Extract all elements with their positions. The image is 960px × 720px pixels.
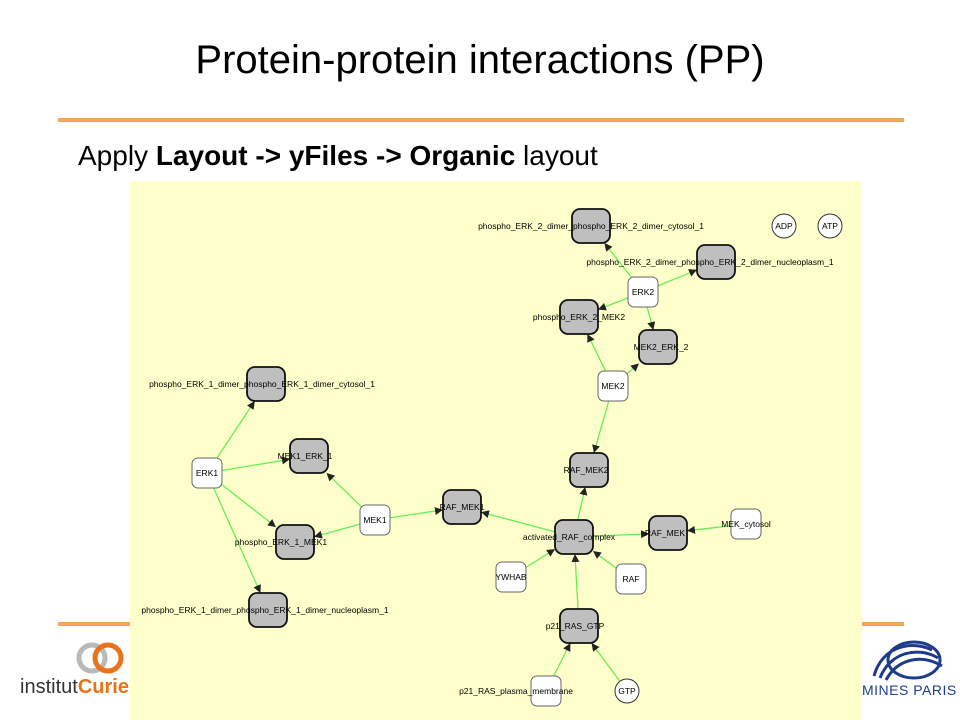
node-shape-p21GTP[interactable] — [559, 608, 599, 644]
node-label-ERK1: ERK1 — [196, 468, 218, 478]
node-shape-pERK1_nuc[interactable] — [248, 592, 288, 628]
network-canvas[interactable]: phospho_ERK_2_dimer_phospho_ERK_2_dimer_… — [130, 181, 862, 720]
edges-layer — [206, 243, 747, 692]
node-label-ERK2: ERK2 — [632, 287, 654, 297]
mines-wordmark: MINES PARIS — [862, 682, 957, 698]
node-MEK1_ERK1[interactable]: MEK1_ERK_1 — [278, 438, 333, 474]
edge-ERK1-pERK1_nuc[interactable] — [206, 472, 261, 593]
node-shape-RAF_MEK1[interactable] — [442, 489, 482, 525]
node-RAF[interactable]: RAF — [615, 563, 647, 595]
node-shape-YWHAB[interactable] — [495, 561, 527, 593]
mines-emblem-icon — [872, 640, 943, 681]
node-GTP[interactable]: GTP — [614, 678, 640, 704]
node-label-MEK2_ERK2: MEK2_ERK_2 — [634, 342, 689, 352]
node-RAF_MEK2[interactable]: RAF_MEK2 — [564, 452, 609, 488]
node-shape-RAF_MEK[interactable] — [648, 515, 688, 551]
node-pERK1_nuc[interactable]: phospho_ERK_1_dimer_phospho_ERK_1_dimer_… — [141, 592, 389, 628]
node-pERK1_cyt[interactable]: phospho_ERK_1_dimer_phospho_ERK_1_dimer_… — [149, 366, 375, 402]
subtitle-menu-path: Layout -> yFiles -> Organic — [155, 140, 516, 171]
node-shape-ATP[interactable] — [817, 213, 843, 239]
node-label-RAF_MEK1: RAF_MEK1 — [440, 502, 485, 512]
slide-subtitle: Apply Layout -> yFiles -> Organic layout — [78, 140, 598, 172]
node-shape-pERK2_cyt[interactable] — [571, 208, 611, 244]
node-ERK1[interactable]: ERK1 — [191, 457, 223, 489]
node-shape-pERK1_MEK1[interactable] — [275, 524, 315, 560]
node-label-pERK1_cyt: phospho_ERK_1_dimer_phospho_ERK_1_dimer_… — [149, 379, 375, 389]
node-label-pERK1_nuc: phospho_ERK_1_dimer_phospho_ERK_1_dimer_… — [141, 605, 388, 615]
node-label-pERK2_nuc: phospho_ERK_2_dimer_phospho_ERK_2_dimer_… — [586, 257, 833, 267]
node-RAF_MEK[interactable]: RAF_MEK — [645, 515, 688, 551]
node-MEK2_ERK2[interactable]: MEK2_ERK_2 — [634, 329, 689, 365]
node-label-pERK2_cyt: phospho_ERK_2_dimer_phospho_ERK_2_dimer_… — [478, 221, 704, 231]
node-shape-ADP[interactable] — [771, 213, 797, 239]
node-shape-RAF_MEK2[interactable] — [569, 452, 609, 488]
curie-wordmark: institutCurie — [20, 676, 129, 698]
node-p21GTP[interactable]: p21_RAS_GTP — [546, 608, 605, 644]
node-shape-MEK2[interactable] — [597, 370, 629, 402]
subtitle-prefix: Apply — [78, 140, 156, 171]
node-shape-p21mem[interactable] — [530, 675, 562, 707]
node-label-ADP: ADP — [775, 221, 793, 231]
node-label-MEK2: MEK2 — [601, 381, 624, 391]
node-label-ATP: ATP — [822, 221, 838, 231]
node-label-p21mem: p21_RAS_plasma_membrane — [459, 686, 573, 696]
node-label-GTP: GTP — [618, 686, 636, 696]
node-shape-ERK2[interactable] — [627, 276, 659, 308]
node-shape-GTP[interactable] — [614, 678, 640, 704]
node-label-pERK1_MEK1: phospho_ERK_1_MEK1 — [235, 537, 327, 547]
node-shape-pERK1_cyt[interactable] — [246, 366, 286, 402]
node-shape-MEK_cyt[interactable] — [730, 508, 762, 540]
node-ERK2[interactable]: ERK2 — [627, 276, 659, 308]
institut-curie-logo: institutCurie — [20, 640, 130, 700]
node-pERK1_MEK1[interactable]: phospho_ERK_1_MEK1 — [235, 524, 327, 560]
node-shape-MEK1[interactable] — [359, 504, 391, 536]
nodes-layer: phospho_ERK_2_dimer_phospho_ERK_2_dimer_… — [141, 208, 843, 707]
node-p21mem[interactable]: p21_RAS_plasma_membrane — [459, 675, 573, 707]
node-label-RAF_MEK: RAF_MEK — [645, 528, 685, 538]
node-MEK_cyt[interactable]: MEK_cytosol — [721, 508, 771, 540]
node-pERK2_cyt[interactable]: phospho_ERK_2_dimer_phospho_ERK_2_dimer_… — [478, 208, 704, 244]
node-pERK2_nuc[interactable]: phospho_ERK_2_dimer_phospho_ERK_2_dimer_… — [586, 244, 834, 280]
node-YWHAB[interactable]: YWHAB — [495, 561, 527, 593]
node-label-MEK1_ERK1: MEK1_ERK_1 — [278, 451, 333, 461]
interaction-network[interactable]: phospho_ERK_2_dimer_phospho_ERK_2_dimer_… — [130, 181, 862, 720]
mines-paris-logo: MINES PARIS — [862, 636, 960, 706]
node-ADP[interactable]: ADP — [771, 213, 797, 239]
node-ATP[interactable]: ATP — [817, 213, 843, 239]
curie-rings-icon — [76, 642, 124, 674]
node-shape-ERK1[interactable] — [191, 457, 223, 489]
node-label-MEK_cyt: MEK_cytosol — [721, 519, 771, 529]
subtitle-suffix: layout — [515, 140, 598, 171]
top-rule — [58, 118, 904, 122]
node-label-p21GTP: p21_RAS_GTP — [546, 621, 605, 631]
node-shape-pERK2_MEK2[interactable] — [559, 299, 599, 335]
node-shape-MEK2_ERK2[interactable] — [638, 329, 678, 365]
node-pERK2_MEK2[interactable]: phospho_ERK_2_MEK2 — [533, 299, 625, 335]
node-aRAF[interactable]: activated_RAF_complex — [523, 519, 616, 555]
node-shape-aRAF[interactable] — [554, 519, 594, 555]
node-shape-MEK1_ERK1[interactable] — [289, 438, 329, 474]
node-label-aRAF: activated_RAF_complex — [523, 532, 616, 542]
node-shape-pERK2_nuc[interactable] — [696, 244, 736, 280]
node-label-RAF_MEK2: RAF_MEK2 — [564, 465, 609, 475]
node-label-MEK1: MEK1 — [363, 515, 386, 525]
node-label-RAF: RAF — [623, 574, 640, 584]
node-RAF_MEK1[interactable]: RAF_MEK1 — [440, 489, 485, 525]
node-MEK1[interactable]: MEK1 — [359, 504, 391, 536]
node-label-pERK2_MEK2: phospho_ERK_2_MEK2 — [533, 312, 625, 322]
slide-title: Protein-protein interactions (PP) — [195, 38, 765, 82]
node-label-YWHAB: YWHAB — [495, 572, 527, 582]
node-shape-RAF[interactable] — [615, 563, 647, 595]
node-MEK2[interactable]: MEK2 — [597, 370, 629, 402]
